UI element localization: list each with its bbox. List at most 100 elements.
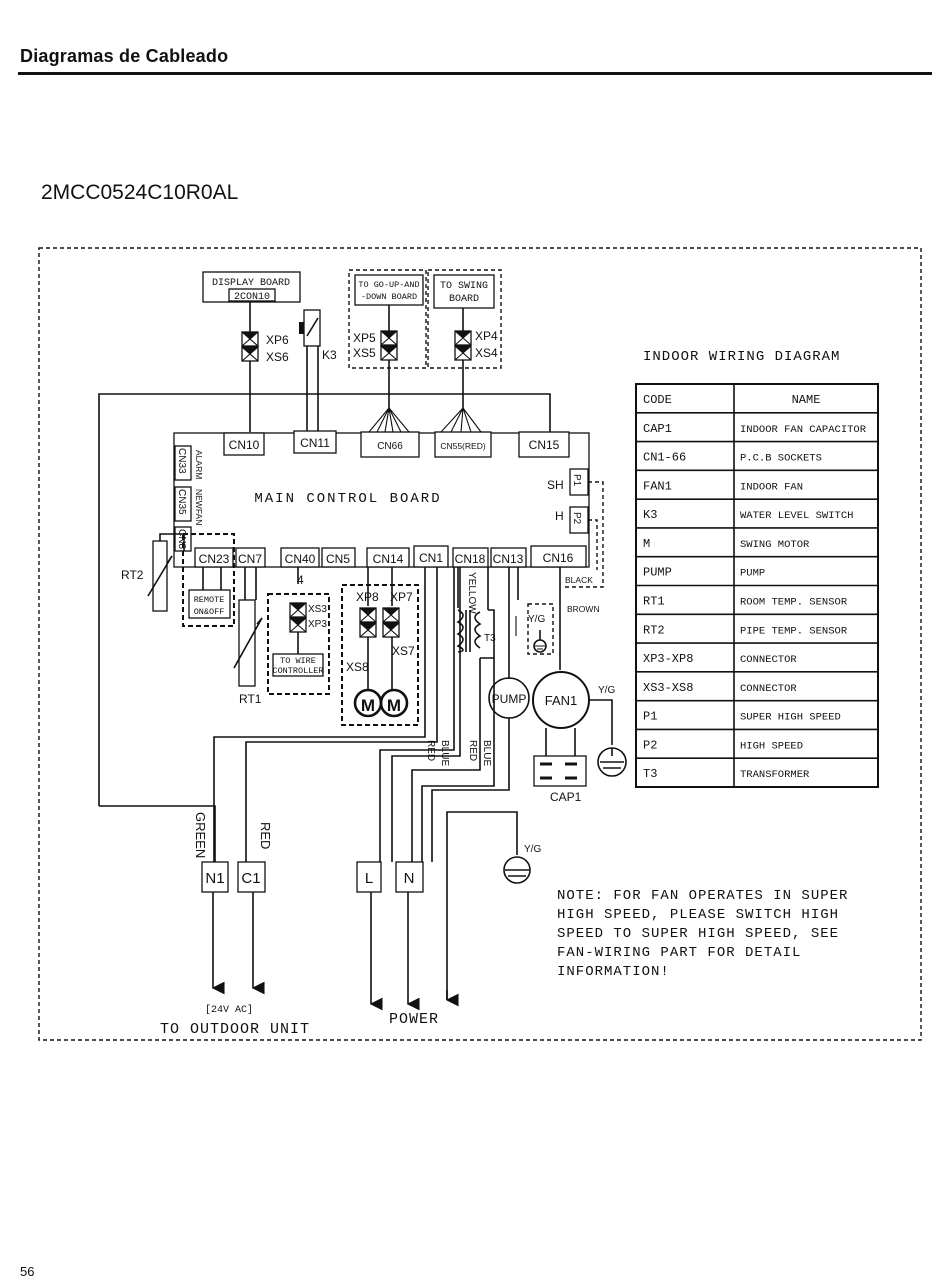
svg-text:INFORMATION!: INFORMATION! [557,964,670,980]
svg-text:XP8: XP8 [356,590,379,604]
svg-text:CN1: CN1 [419,551,443,565]
legend-code-cell: K3 [643,508,657,522]
svg-text:CN7: CN7 [238,552,262,566]
svg-text:RT1: RT1 [239,692,262,706]
legend-code-cell: P1 [643,710,657,724]
legend-name-cell: SUPER HIGH SPEED [740,712,841,724]
svg-text:CN8: CN8 [176,529,187,549]
svg-text:SH: SH [547,478,564,492]
svg-text:2CON10: 2CON10 [234,292,270,303]
terminal-c1 [237,861,266,893]
terminal-n1 [201,861,229,893]
legend-code-cell: PUMP [643,566,672,580]
svg-text:P2: P2 [571,512,582,525]
connector-xp4-xs4 [454,330,472,361]
svg-text:PUMP: PUMP [492,692,527,706]
header-rule [18,72,932,75]
svg-text:NOTE: FOR FAN OPERATES IN SUPE: NOTE: FOR FAN OPERATES IN SUPER [557,888,848,904]
connector-xp7-xs7 [382,607,400,638]
svg-text:FAN-WIRING PART FOR DETAIL: FAN-WIRING PART FOR DETAIL [557,945,801,961]
terminal-n [395,861,424,893]
ground-yg-box [527,603,554,655]
swing-group [427,269,502,369]
legend-name-cell: INDOOR FAN CAPACITOR [740,424,867,436]
connector-cn33 [174,445,192,481]
svg-text:CN55(RED): CN55(RED) [440,441,486,451]
section-title: Diagramas de Cableado [20,46,229,66]
svg-text:CN40: CN40 [285,552,316,566]
connector-cn55 [434,431,492,458]
svg-text:CN66: CN66 [377,441,403,452]
svg-text:XS3: XS3 [308,604,327,615]
svg-text:DISPLAY BOARD: DISPLAY BOARD [212,278,290,289]
svg-text:CONTROLLER: CONTROLLER [272,666,323,676]
svg-text:XS4: XS4 [475,346,498,360]
svg-text:4: 4 [297,573,304,587]
legend-code-cell: FAN1 [643,479,672,493]
legend-header-code: CODE [643,393,672,407]
connector-cn10 [223,432,265,456]
svg-text:N: N [404,870,415,887]
room-temp-sensor-rt1 [238,599,256,687]
swing-motor-group [341,584,419,726]
svg-text:RT2: RT2 [121,568,144,582]
legend-name-cell: HIGH SPEED [740,740,803,752]
svg-text:CN35: CN35 [176,489,187,515]
svg-text:MAIN CONTROL BOARD: MAIN CONTROL BOARD [254,491,441,507]
svg-text:C1: C1 [241,870,260,887]
svg-text:REMOTE: REMOTE [194,595,225,605]
legend-name-cell: WATER LEVEL SWITCH [740,510,853,522]
swing-motor-m2 [379,688,409,718]
legend-header-name: NAME [792,393,821,407]
svg-text:T3: T3 [484,633,496,644]
diagram-frame [38,247,922,1041]
legend-code-cell: T3 [643,767,657,781]
legend-name-cell: P.C.B SOCKETS [740,453,822,465]
svg-text:BLACK: BLACK [565,575,593,585]
svg-text:TO GO-UP-AND: TO GO-UP-AND [358,280,419,290]
swing-board [433,274,495,309]
svg-text:BROWN: BROWN [567,604,600,614]
svg-text:H: H [555,509,564,523]
svg-text:CN11: CN11 [300,436,330,450]
svg-text:XS8: XS8 [346,660,369,674]
page-number: 56 [20,1264,35,1279]
svg-text:BLUE: BLUE [481,740,492,766]
svg-text:FAN1: FAN1 [545,693,578,708]
connector-cn35 [174,486,192,522]
connector-cn66 [360,431,420,458]
svg-text:M: M [361,696,375,715]
connector-xp6-xs6 [241,331,259,362]
connector-cn7 [235,547,266,568]
svg-text:BLUE: BLUE [439,740,450,766]
svg-text:RED: RED [467,740,478,761]
connector-xp5-xs5 [380,330,398,361]
svg-text:XP4: XP4 [475,329,498,343]
wire-controller [272,653,324,677]
svg-text:CAP1: CAP1 [550,790,582,804]
legend-code-cell: CAP1 [643,422,672,436]
svg-text:POWER: POWER [389,1011,439,1028]
connector-cn5 [321,547,356,568]
svg-text:XP7: XP7 [390,590,413,604]
svg-text:HIGH SPEED, PLEASE SWITCH HIGH: HIGH SPEED, PLEASE SWITCH HIGH [557,907,839,923]
svg-text:XS5: XS5 [353,346,376,360]
svg-text:BOARD: BOARD [449,294,479,305]
svg-text:CN15: CN15 [529,438,560,452]
connector-cn11 [293,430,337,454]
svg-text:N1: N1 [205,870,224,887]
svg-text:TO WIRE: TO WIRE [280,656,316,666]
connector-xp8-xs8 [359,607,377,638]
go-up-down-group [348,269,427,369]
legend-code-cell: RT1 [643,594,665,608]
connector-xp3-xs3 [289,602,307,633]
legend-code-cell: M [643,537,650,551]
legend-name-cell: TRANSFORMER [740,769,810,781]
svg-text:TO SWING: TO SWING [440,281,488,292]
svg-text:ALARM: ALARM [194,450,204,479]
svg-text:Y/G: Y/G [528,614,545,625]
svg-text:CN10: CN10 [229,438,260,452]
svg-text:CN16: CN16 [543,551,574,565]
